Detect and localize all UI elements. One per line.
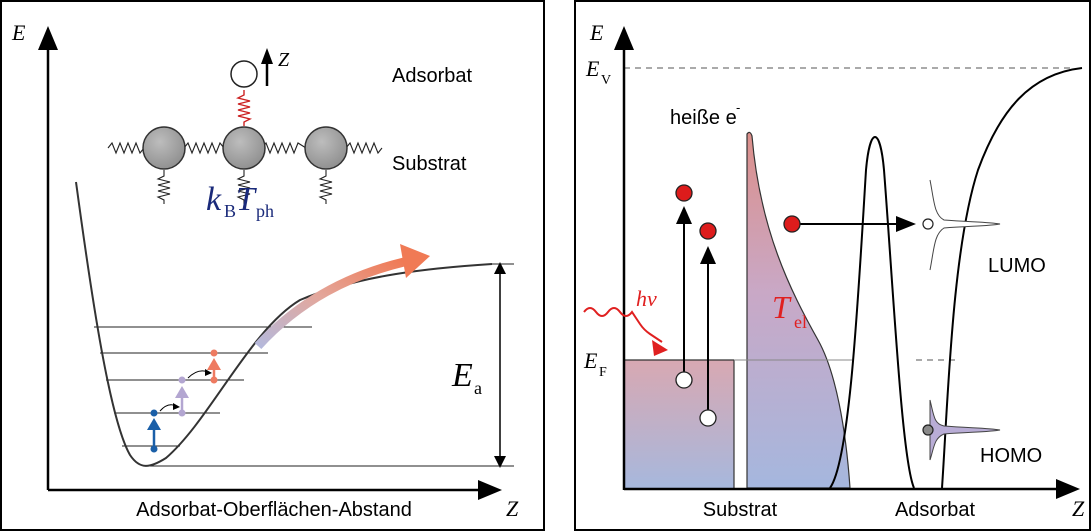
- adsorbate-potential-wall: [941, 67, 1083, 489]
- ladder-arrowhead-salmon: [207, 358, 221, 370]
- ladder-dot-blue-top: [150, 409, 158, 417]
- fermi-level-E: E: [583, 348, 598, 373]
- z-arrow-label: Z: [278, 49, 290, 71]
- barrier-peak: [829, 136, 915, 489]
- hot-electron-distribution: [746, 131, 851, 489]
- excitation-arrowhead-1: [676, 206, 692, 224]
- electron-temperature-T: T: [772, 289, 792, 325]
- activation-energy-arrowhead-bottom: [494, 456, 506, 468]
- down-spring-2: [236, 170, 251, 204]
- excitation-arrowhead-2: [700, 246, 716, 264]
- thermal-energy-T-sub: ph: [256, 201, 274, 221]
- ladder-arrowhead-lavender: [175, 386, 189, 398]
- left-y-axis-label: E: [11, 20, 26, 45]
- homo-peak: [929, 399, 1001, 461]
- hot-electrons-label: heiße e: [670, 107, 737, 129]
- ladder-arrowhead-blue: [147, 418, 161, 430]
- electron-temperature-sub: el: [794, 312, 807, 332]
- activation-energy-sub: a: [474, 378, 482, 398]
- left-panel: E Z Adsorbat-Oberflächen-Abstand Z Adsor…: [0, 0, 545, 531]
- lumo-label: LUMO: [988, 255, 1046, 277]
- substrate-label: Substrat: [392, 153, 467, 175]
- adsorbate-atom: [230, 60, 258, 88]
- excitation-arrows: [675, 184, 717, 427]
- thermal-energy-k: k: [206, 181, 222, 218]
- left-x-axis-arrowhead: [478, 480, 502, 500]
- thermal-energy-k-sub: B: [224, 201, 236, 221]
- photon-arrowhead: [652, 340, 668, 356]
- homo-label: HOMO: [980, 445, 1042, 467]
- hot-electron-1: [675, 184, 693, 202]
- photon-wave: [583, 307, 663, 343]
- ladder-dot-lavender-top: [178, 376, 186, 384]
- lattice-horizontal-springs: [107, 141, 383, 155]
- down-spring-1: [156, 170, 171, 204]
- right-y-axis-arrowhead: [614, 26, 634, 50]
- hole-2: [699, 409, 717, 427]
- right-panel: E Z E V E F heiße e - hν T el: [574, 0, 1091, 531]
- substrate-atom-1: [142, 126, 186, 170]
- hot-electron-2: [699, 222, 717, 240]
- thermal-energy-T: T: [236, 181, 257, 218]
- activation-energy-arrowhead-top: [494, 262, 506, 274]
- left-outer-spring: [107, 141, 145, 155]
- left-bottom-label: Adsorbat-Oberflächen-Abstand: [136, 499, 412, 521]
- potential-energy-curve: [75, 181, 493, 467]
- ladder-excitation: [147, 349, 221, 453]
- adsorbate-label: Adsorbat: [392, 65, 472, 87]
- homo-state: [922, 424, 934, 436]
- hot-electrons-superscript: -: [736, 100, 740, 115]
- electron-transfer-arrowhead: [896, 216, 916, 232]
- right-x-axis-label: Z: [1072, 496, 1085, 521]
- photon-label: hν: [636, 286, 657, 311]
- adsorbate-spring: [235, 90, 253, 126]
- lattice-vertical-springs: [156, 170, 333, 204]
- lumo-state: [922, 218, 934, 230]
- vacuum-level-E: E: [585, 56, 600, 81]
- left-panel-frame: [0, 0, 545, 531]
- ladder-curve-1-head: [173, 403, 180, 410]
- lumo-peak: [929, 179, 1001, 271]
- right-outer-spring: [345, 141, 383, 155]
- down-spring-3: [318, 170, 333, 204]
- desorption-arrowhead: [400, 244, 430, 278]
- ladder-dot-salmon-top: [210, 349, 218, 357]
- right-x-axis-arrowhead: [1056, 479, 1080, 499]
- transferring-electron: [783, 215, 801, 233]
- right-inner-spring: [261, 141, 307, 155]
- activation-energy-E: E: [451, 357, 473, 394]
- left-y-axis-arrowhead: [38, 26, 58, 50]
- z-direction-arrowhead: [261, 48, 273, 64]
- left-inner-spring: [183, 141, 225, 155]
- vacuum-level-sub: V: [601, 73, 611, 88]
- hole-1: [675, 371, 693, 389]
- substrate-atom-2: [222, 126, 266, 170]
- left-x-axis-label: Z: [506, 496, 519, 521]
- desorption-arrow: [254, 257, 406, 350]
- substrate-atom-3: [304, 126, 348, 170]
- ladder-curve-2-head: [205, 369, 212, 376]
- right-y-axis-label: E: [589, 20, 604, 45]
- fermi-level-sub: F: [599, 365, 607, 380]
- adsorbate-bottom-label: Adsorbat: [895, 499, 975, 521]
- substrate-bottom-label: Substrat: [703, 499, 778, 521]
